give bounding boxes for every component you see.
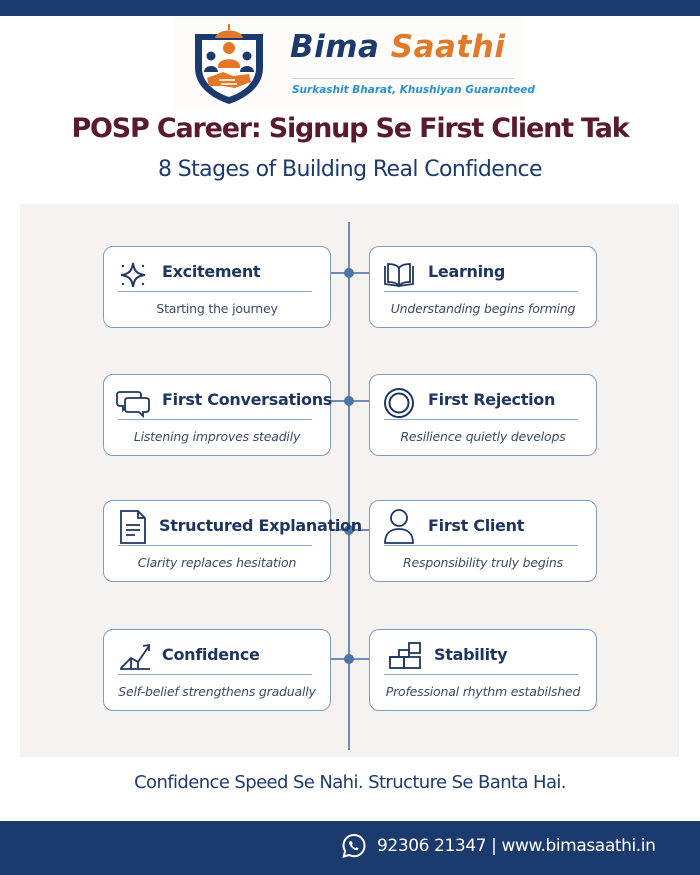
stage-card-first-rejection: First Rejection Resilience quietly devel… <box>369 374 597 456</box>
brand-logo: Bima Saathi Surkashit Bharat, Khushiyan … <box>175 17 535 110</box>
card-divider <box>118 674 312 675</box>
stage-description: Self-belief strengthens gradually <box>118 684 316 699</box>
brand-name-part2: Saathi <box>390 29 506 65</box>
stage-title: Excitement <box>162 262 261 281</box>
stage-card-confidence: Confidence Self-belief strengthens gradu… <box>103 629 331 711</box>
stage-title: First Conversations <box>162 390 333 409</box>
whatsapp-icon <box>342 833 366 858</box>
stage-title: First Rejection <box>428 390 556 409</box>
top-banner-bar <box>0 0 700 16</box>
stage-card-first-client: First Client Responsibility truly begins <box>369 500 597 582</box>
brand-name-part1: Bima <box>290 29 380 65</box>
stage-description: Starting the journey <box>156 301 278 316</box>
stage-title: Learning <box>428 262 506 281</box>
contact-bar: 92306 21347 | www.bimasaathi.in <box>0 821 700 875</box>
growth-chart-icon <box>118 640 152 672</box>
stacked-blocks-icon <box>388 640 422 672</box>
document-icon <box>118 509 148 545</box>
stage-title: First Client <box>428 516 525 535</box>
open-book-icon <box>382 259 416 291</box>
stage-card-stability: Stability Professional rhythm estabilshe… <box>369 629 597 711</box>
chat-bubbles-icon <box>116 387 150 419</box>
sparkle-icon <box>116 259 150 291</box>
page-title: POSP Career: Signup Se First Client Tak <box>71 113 629 144</box>
timeline-node <box>344 654 354 664</box>
card-divider <box>384 291 578 292</box>
stage-title: Structured Explanation <box>159 516 362 535</box>
timeline-node <box>344 396 354 406</box>
stage-card-structured-explanation: Structured Explanation Clarity replaces … <box>103 500 362 582</box>
card-divider <box>384 674 578 675</box>
contact-info[interactable]: 92306 21347 | www.bimasaathi.in <box>341 833 656 859</box>
stage-card-excitement: Excitement Starting the journey <box>103 246 331 328</box>
card-divider <box>118 291 312 292</box>
card-divider <box>118 419 312 420</box>
stage-card-first-conversations: First Conversations Listening improves s… <box>103 374 333 456</box>
user-icon <box>382 507 416 545</box>
page-subtitle: 8 Stages of Building Real Confidence <box>158 157 543 182</box>
double-ring-icon <box>382 387 416 419</box>
stage-description: Responsibility truly begins <box>403 555 563 570</box>
stage-title: Stability <box>434 645 508 664</box>
stage-description: Understanding begins forming <box>390 301 576 316</box>
stage-description: Resilience quietly develops <box>400 429 566 444</box>
card-divider <box>384 419 578 420</box>
brand-tagline: Surkashit Bharat, Khushiyan Guaranteed <box>292 84 535 96</box>
card-divider <box>118 545 312 546</box>
card-divider <box>384 545 578 546</box>
brand-name: Bima Saathi <box>290 29 505 65</box>
stage-description: Clarity replaces hesitation <box>137 555 297 570</box>
timeline-node <box>344 268 354 278</box>
stage-description: Professional rhythm estabilshed <box>385 684 581 699</box>
stage-card-learning: Learning Understanding begins forming <box>369 246 597 328</box>
contact-text: 92306 21347 | www.bimasaathi.in <box>377 836 656 856</box>
timeline-node <box>344 525 354 535</box>
brand-divider <box>292 78 514 79</box>
timeline-spine <box>348 222 350 750</box>
stage-title: Confidence <box>162 645 260 664</box>
shield-handshake-logo-icon <box>195 24 263 104</box>
footer-tagline: Confidence Speed Se Nahi. Structure Se B… <box>134 772 566 793</box>
stage-description: Listening improves steadily <box>133 429 301 444</box>
